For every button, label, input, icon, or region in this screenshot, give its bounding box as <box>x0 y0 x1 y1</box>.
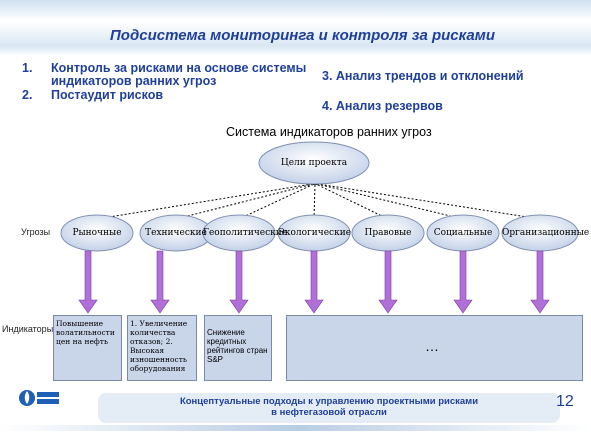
root-node <box>258 141 370 185</box>
diagram-title: Система индикаторов ранних угроз <box>226 125 432 139</box>
list-item: 1. Контроль за рисками на основе системы… <box>22 62 311 88</box>
list-text: Постаудит рисков <box>51 88 164 102</box>
footer-line-decor <box>0 425 591 431</box>
indicator-box: Повышение волатильности цен на нефть <box>53 315 122 381</box>
title-band <box>0 22 591 56</box>
list-item: 3. Анализ трендов и отклонений <box>322 69 524 83</box>
threat-label: Геополитические <box>203 228 288 238</box>
slide-title: Подсистема мониторинга и контроля за рис… <box>110 27 496 44</box>
connector-lines <box>96 183 541 220</box>
left-list: 1. Контроль за рисками на основе системы… <box>22 62 311 103</box>
footer-line: в нефтегазовой отрасли <box>271 407 387 418</box>
row-label-indicators: Индикаторы <box>2 324 54 334</box>
gazprom-logo-icon <box>19 390 59 406</box>
indicator-box: Снижение кредитных рейтингов стран S&P <box>204 315 272 381</box>
threat-label: Правовые <box>364 228 412 238</box>
page-number: 12 <box>556 393 574 410</box>
right-list: 3. Анализ трендов и отклонений 4. Анализ… <box>322 69 524 129</box>
threat-label: Организационные <box>502 228 590 238</box>
indicator-box: 1. Увеличение количества отказов; 2. Выс… <box>127 315 197 381</box>
root-label: Цели проекта <box>280 158 348 168</box>
threat-arrows <box>78 250 550 314</box>
down-arrow <box>150 250 170 314</box>
threat-node <box>60 214 134 252</box>
indicator-box-more <box>286 315 583 381</box>
threat-label: Рыночные <box>72 228 122 238</box>
down-arrow <box>304 250 324 314</box>
list-item: 2. Постаудит рисков <box>22 89 311 102</box>
threat-label: Социальные <box>433 228 493 238</box>
row-label-threats: Угрозы <box>21 227 51 237</box>
down-arrow <box>453 250 473 314</box>
threat-label: Технические <box>145 228 207 238</box>
threat-label: Экологические <box>278 228 352 238</box>
threat-nodes <box>60 214 579 252</box>
top-bar <box>0 0 591 20</box>
list-text: Контроль за рисками на основе системы ин… <box>51 61 307 88</box>
list-number: 1. <box>22 61 33 75</box>
down-arrow <box>378 250 398 314</box>
down-arrow <box>78 250 98 314</box>
list-item: 4. Анализ резервов <box>322 99 443 113</box>
footer-text: Концептуальные подходы к управлению прое… <box>98 396 560 418</box>
footer-bar <box>98 393 560 423</box>
footer-line: Концептуальные подходы к управлению прое… <box>179 396 479 407</box>
down-arrow <box>530 250 550 314</box>
down-arrow <box>229 250 249 314</box>
list-number: 2. <box>22 88 33 102</box>
ellipsis: … <box>425 338 439 354</box>
